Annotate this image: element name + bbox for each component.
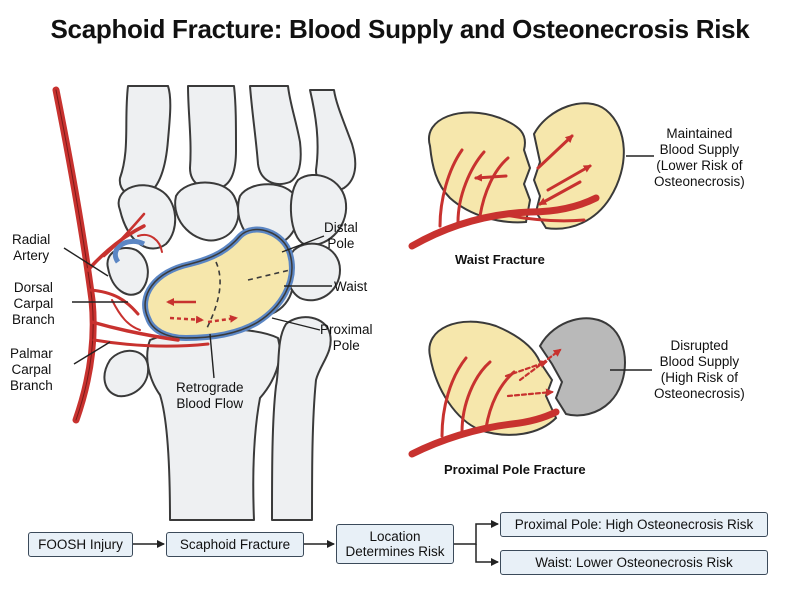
proximal-fracture-illustration bbox=[408, 317, 652, 458]
page-title: Scaphoid Fracture: Blood Supply and Oste… bbox=[50, 14, 750, 44]
metacarpal-bone bbox=[187, 85, 237, 190]
triquetrum-bone bbox=[285, 242, 341, 302]
blue-rim-bone bbox=[113, 238, 146, 264]
flow-box-proximal-high-risk: Proximal Pole: High Osteonecrosis Risk bbox=[500, 512, 768, 537]
flow-box-waist-lower-risk: Waist: Lower Osteonecrosis Risk bbox=[500, 550, 768, 575]
leader-radial-artery bbox=[63, 247, 109, 277]
trapezoid-bone bbox=[174, 181, 240, 242]
trapezium-bone bbox=[117, 184, 177, 250]
leader-retrograde bbox=[209, 333, 215, 379]
metacarpal-bone bbox=[249, 85, 302, 185]
note-maintained-blood-supply: Maintained Blood Supply (Lower Risk of O… bbox=[654, 126, 745, 189]
metacarpal-bone bbox=[309, 89, 357, 192]
flowchart-connectors bbox=[133, 520, 499, 566]
leader-palmar-branch bbox=[73, 341, 111, 365]
label-waist: Waist bbox=[334, 279, 368, 294]
flow-box-scaphoid-fracture: Scaphoid Fracture bbox=[166, 532, 304, 557]
hamate-bone bbox=[289, 174, 348, 246]
ulna-bone bbox=[271, 316, 332, 521]
styloid-bone bbox=[103, 350, 150, 398]
label-retrograde-blood-flow: Retrograde Blood Flow bbox=[176, 380, 244, 411]
note-disrupted-blood-supply: Disrupted Blood Supply (High Risk of Ost… bbox=[654, 338, 745, 401]
wrist-leader-lines bbox=[63, 235, 332, 379]
retrograde-flow-arrows bbox=[166, 298, 238, 324]
flow-box-foosh-injury: FOOSH Injury bbox=[28, 532, 133, 557]
leader-proximal-pole bbox=[271, 317, 321, 331]
arrow-to-high-risk bbox=[454, 520, 499, 545]
leader-distal-pole bbox=[281, 235, 325, 253]
label-dorsal-carpal-branch: Dorsal Carpal Branch bbox=[12, 280, 55, 327]
label-distal-pole: Distal Pole bbox=[324, 220, 358, 251]
scaphoid-bone bbox=[142, 226, 295, 342]
label-proximal-pole: Proximal Pole bbox=[320, 322, 373, 353]
label-radial-artery: Radial Artery bbox=[12, 232, 51, 263]
caption-proximal-pole-fracture: Proximal Pole Fracture bbox=[444, 462, 586, 477]
radius-bone bbox=[146, 328, 281, 521]
waist-fracture-illustration bbox=[408, 102, 654, 250]
label-palmar-carpal-branch: Palmar Carpal Branch bbox=[10, 346, 53, 393]
flow-box-location-determines-risk: Location Determines Risk bbox=[336, 524, 454, 564]
metacarpal-bone bbox=[118, 85, 172, 197]
caption-waist-fracture: Waist Fracture bbox=[455, 252, 545, 267]
arrow-to-low-risk bbox=[475, 544, 499, 566]
artery-network bbox=[52, 86, 210, 424]
